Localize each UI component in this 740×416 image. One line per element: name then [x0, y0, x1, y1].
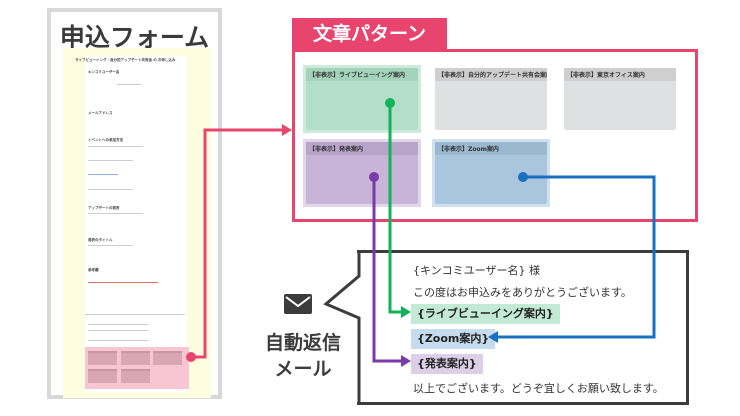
auto-reply-label-line1: 自動返信	[264, 332, 341, 354]
mail-tag-presentation: {発表案内}	[411, 354, 483, 374]
mini-card	[121, 369, 150, 383]
form-line	[88, 340, 148, 341]
live-viewing-line	[388, 103, 402, 314]
form-line	[88, 282, 158, 283]
form-line	[88, 146, 143, 147]
presentation-line	[372, 177, 402, 363]
live-viewing-dot	[385, 98, 395, 108]
form-field-label: キンコミユーザー名	[88, 70, 120, 74]
form-field-label: 参考欄	[88, 268, 99, 272]
auto-reply-label-line2: メール	[274, 358, 332, 380]
mail-thanks: この度はお申込みをありがとうございます。	[413, 286, 632, 299]
form-line	[117, 84, 141, 85]
form-line	[88, 189, 133, 190]
card-label: 【非表示】ライブビューイング案内	[306, 68, 418, 81]
mini-card	[121, 351, 150, 365]
form-line	[88, 160, 133, 161]
form-heading: ライブビューイング・自分的アップデート共有会 の お申し込み	[75, 58, 176, 62]
arrow-head	[282, 124, 292, 136]
application-form-panel: 申込フォーム ライブビューイング・自分的アップデート共有会 の お申し込み キン…	[47, 8, 222, 399]
form-line	[88, 174, 118, 175]
mail-greeting: {キンコミユーザー名} 様	[413, 264, 540, 277]
auto-reply-mail-box: {キンコミユーザー名} 様 この度はお申込みをありがとうございます。 {ライブビ…	[357, 250, 689, 405]
arrow-head	[401, 355, 411, 367]
form-line	[88, 324, 148, 325]
form-divider	[85, 314, 185, 315]
mini-card	[153, 351, 182, 365]
auto-reply-label: 自動返信 メール	[258, 330, 348, 382]
zoom-dot	[518, 172, 528, 182]
form-field-label: アップデートの発表	[88, 206, 120, 210]
pattern-title: 文章パターン	[292, 18, 447, 51]
form-field-label: 発表のタイトル	[88, 238, 113, 242]
mail-envelope-icon	[284, 294, 312, 314]
mail-tag-zoom: {Zoom案内}	[411, 329, 496, 349]
pattern-card-update-meetup: 【非表示】自分的アップデート共有会案内	[432, 65, 550, 133]
mini-card	[88, 351, 117, 365]
mail-callout-edge	[323, 251, 361, 405]
arrow-head	[401, 306, 411, 318]
card-label: 【非表示】自分的アップデート共有会案内	[435, 68, 547, 81]
form-line	[88, 213, 143, 214]
form-hidden-patterns-area	[85, 347, 189, 389]
form-field-label: メールアドレス	[88, 111, 113, 115]
card-label: 【非表示】Zoom案内	[435, 142, 547, 155]
form-title: 申込フォーム	[59, 23, 210, 52]
form-line	[88, 330, 148, 331]
presentation-dot	[369, 172, 379, 182]
pattern-card-zoom: 【非表示】Zoom案内	[432, 139, 550, 207]
arrow-head	[488, 331, 498, 343]
form-dot	[186, 352, 196, 362]
mini-card	[88, 369, 117, 383]
pattern-card-tokyo-office: 【非表示】東京オフィス案内	[561, 65, 679, 133]
pattern-frame: 【非表示】ライブビューイング案内 【非表示】自分的アップデート共有会案内 【非表…	[292, 49, 698, 222]
form-field-label: イベントへの参加方法	[88, 138, 123, 142]
form-to-patterns-line	[191, 128, 282, 359]
mail-closing: 以上でございます。どうぞ宜しくお願い致します。	[413, 382, 664, 395]
pattern-card-presentation: 【非表示】発表案内	[303, 139, 421, 207]
mail-tag-live-viewing: {ライブビューイング案内}	[411, 304, 560, 324]
pattern-card-live-viewing: 【非表示】ライブビューイング案内	[303, 65, 421, 133]
zoom-line	[497, 175, 656, 339]
form-line	[88, 245, 133, 246]
card-label: 【非表示】東京オフィス案内	[564, 68, 676, 81]
form-body: ライブビューイング・自分的アップデート共有会 の お申し込み キンコミユーザー名…	[75, 56, 187, 392]
